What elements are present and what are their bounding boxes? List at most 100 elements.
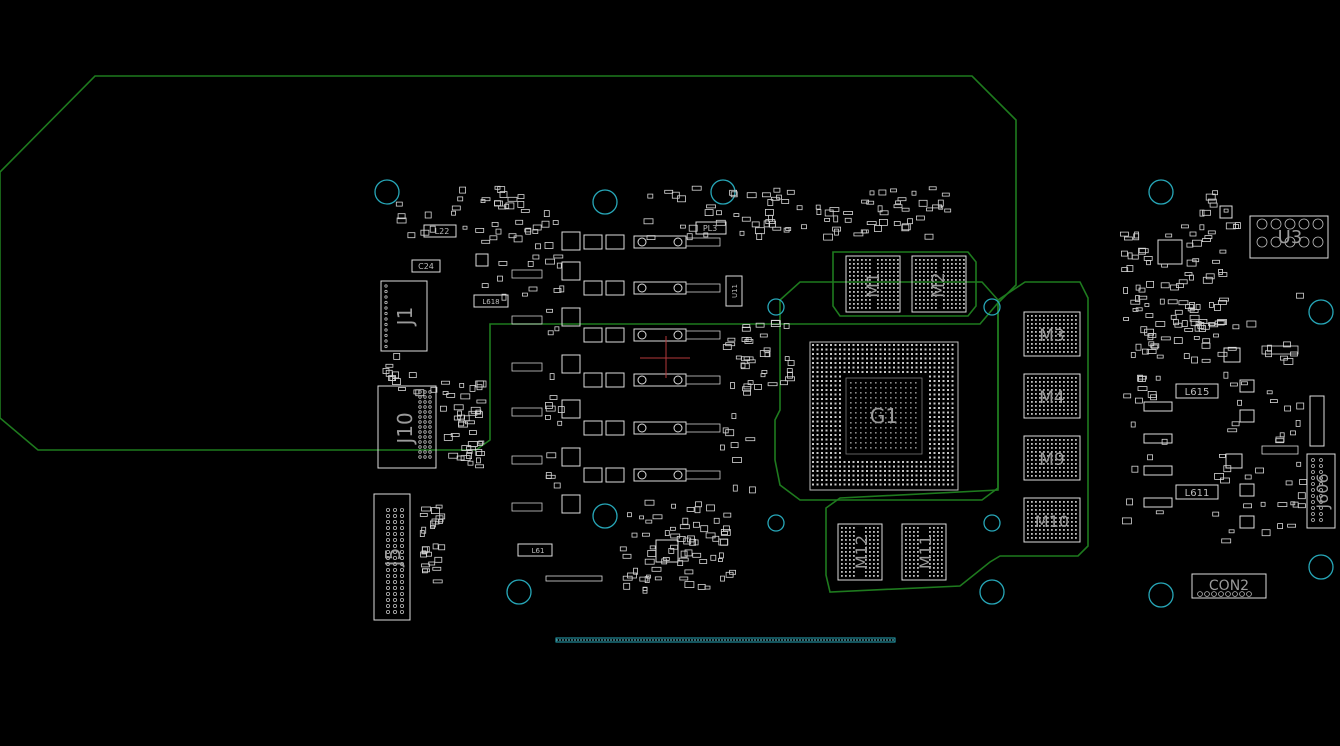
ball xyxy=(893,461,895,463)
ball xyxy=(1059,467,1061,469)
ball xyxy=(1071,389,1073,391)
smd-part xyxy=(419,513,428,517)
ball xyxy=(929,380,931,382)
smd-part xyxy=(435,504,443,509)
smd-part xyxy=(1145,313,1154,318)
ball xyxy=(1075,467,1077,469)
ball xyxy=(915,259,917,261)
ball xyxy=(959,275,961,277)
ball xyxy=(929,371,931,373)
ball xyxy=(933,452,936,454)
ball xyxy=(1039,455,1041,457)
ball xyxy=(1027,439,1029,441)
smd-part xyxy=(494,200,503,207)
ball xyxy=(1067,451,1069,453)
smd-part xyxy=(901,207,910,212)
ball xyxy=(929,357,931,360)
ball xyxy=(852,483,855,486)
ic xyxy=(561,231,581,251)
ball xyxy=(865,575,867,577)
ball xyxy=(861,474,864,477)
ball xyxy=(1035,389,1037,391)
ball xyxy=(839,420,841,423)
ball xyxy=(821,402,823,405)
ball xyxy=(860,427,862,429)
ball xyxy=(860,447,862,449)
ball xyxy=(839,389,841,391)
ball xyxy=(909,547,911,549)
connector-j5-pins xyxy=(385,507,404,615)
ball xyxy=(850,407,852,409)
ball xyxy=(1047,405,1049,407)
ball xyxy=(877,259,879,261)
ball xyxy=(1059,529,1061,531)
ball xyxy=(875,447,877,449)
ball xyxy=(924,353,927,355)
smd-part xyxy=(1227,346,1237,351)
ball xyxy=(853,531,855,533)
ball xyxy=(843,465,846,468)
ball xyxy=(1071,323,1073,325)
pin xyxy=(428,400,432,404)
pin xyxy=(1218,591,1224,597)
smd-part xyxy=(1189,314,1200,322)
ball xyxy=(825,348,828,351)
ball xyxy=(938,474,940,477)
ball xyxy=(873,543,875,545)
smd-part xyxy=(730,382,735,389)
ball xyxy=(853,575,855,577)
smd-part xyxy=(432,566,442,571)
ball xyxy=(879,366,882,369)
ball xyxy=(913,531,915,533)
memory-m1-outline xyxy=(845,255,901,313)
ball xyxy=(951,456,954,459)
pin xyxy=(1311,494,1315,498)
ball xyxy=(843,348,846,351)
connector-j606-label: J606 xyxy=(1313,473,1332,509)
ball xyxy=(885,303,887,305)
ball xyxy=(1031,315,1033,317)
smd-part xyxy=(751,221,760,228)
ball xyxy=(895,422,897,424)
ball xyxy=(834,366,837,369)
ball xyxy=(938,465,940,468)
ball xyxy=(812,375,814,378)
ball xyxy=(816,362,819,364)
ball xyxy=(943,303,945,305)
ball xyxy=(812,344,814,346)
ball xyxy=(1051,439,1053,441)
smd-part xyxy=(783,323,790,329)
ball xyxy=(938,344,940,346)
ball xyxy=(830,465,832,468)
ball xyxy=(938,416,940,418)
ball xyxy=(890,387,892,389)
ball xyxy=(879,344,882,346)
ball xyxy=(869,279,871,281)
pin xyxy=(399,532,404,537)
ball xyxy=(889,295,891,297)
ball xyxy=(866,348,868,351)
ball xyxy=(897,271,899,273)
mosfet xyxy=(605,234,625,250)
smd-part xyxy=(664,189,674,194)
pin xyxy=(399,514,404,519)
pin xyxy=(418,440,422,444)
ball xyxy=(897,465,900,468)
smd-part xyxy=(786,189,795,195)
ball xyxy=(845,555,847,557)
ball xyxy=(861,283,863,285)
ball xyxy=(937,527,939,529)
ball xyxy=(915,371,918,373)
smd-part xyxy=(1223,465,1232,473)
ball xyxy=(850,387,852,389)
inductor-pl3-label: PL3 xyxy=(703,224,717,233)
ball xyxy=(880,432,882,434)
ball xyxy=(855,417,857,419)
ball xyxy=(1067,409,1069,411)
smd-part xyxy=(1296,402,1305,410)
cap xyxy=(685,283,721,293)
ball xyxy=(1071,443,1073,445)
ball xyxy=(915,461,918,463)
smd-part xyxy=(824,209,834,217)
ball xyxy=(877,531,879,533)
